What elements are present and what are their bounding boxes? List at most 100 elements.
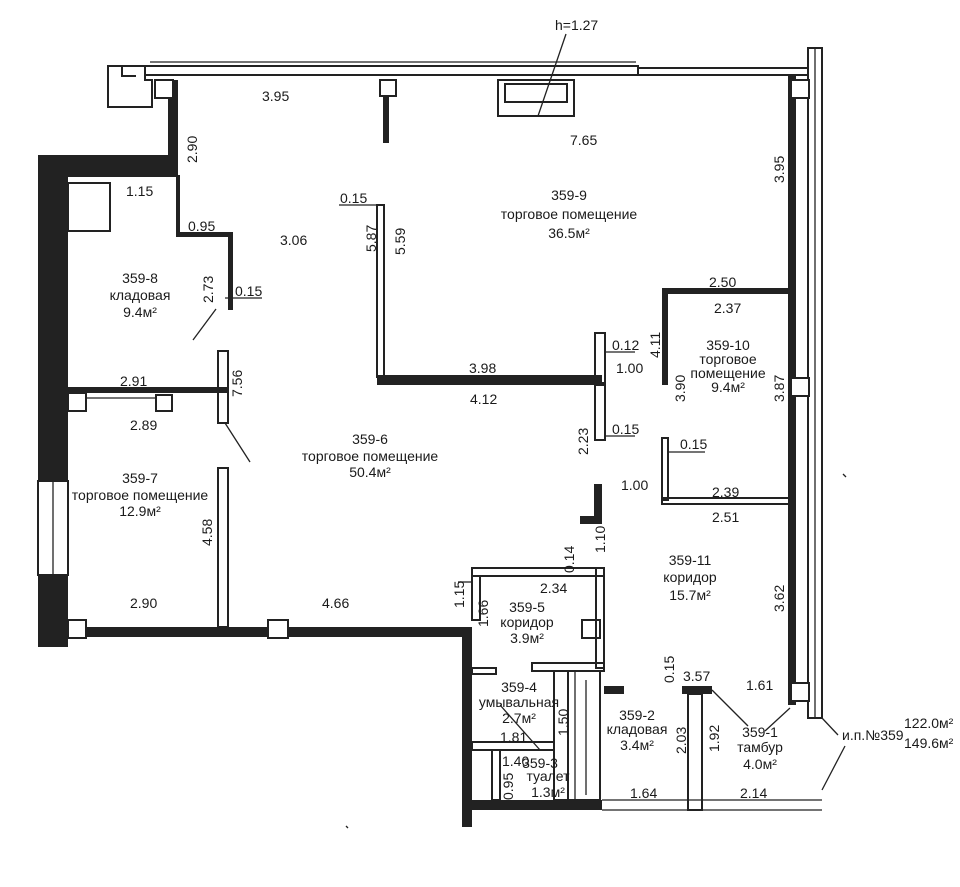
dim: 3.57 <box>683 668 710 684</box>
door-swing <box>764 707 791 732</box>
column <box>379 79 397 97</box>
window-niche <box>497 33 575 117</box>
wall <box>594 332 606 384</box>
wall-top <box>144 65 639 76</box>
dimensions: 3.95 7.65 1.15 0.95 3.06 0.15 0.15 2.50 … <box>120 88 773 801</box>
dim: 0.95 <box>188 218 215 234</box>
room-2-area: 3.4м² <box>620 737 654 753</box>
room-labels: 359-9 торговое помещение 36.5м² 359-8 кл… <box>72 187 783 800</box>
room-8-name: кладовая <box>110 287 171 303</box>
room-3-area: 1.3м² <box>531 784 565 800</box>
room-10-area: 9.4м² <box>711 379 745 395</box>
wall <box>68 387 228 393</box>
room-9-area: 36.5м² <box>548 225 590 241</box>
wall <box>383 96 389 143</box>
wall-bottom-vert <box>462 627 472 827</box>
niche-8 <box>67 182 111 232</box>
dim: 4.58 <box>199 519 215 546</box>
room-11-area: 15.7м² <box>669 587 711 603</box>
height-mark: h=1.27 <box>555 17 598 33</box>
dim: 2.34 <box>540 580 567 596</box>
wall <box>687 693 703 811</box>
room-10-name1: торговое <box>699 351 756 367</box>
dim: 7.56 <box>229 370 245 397</box>
dim: 1.15 <box>451 581 467 608</box>
wall <box>471 667 497 675</box>
dim: 1.64 <box>630 785 657 801</box>
dim: 2.51 <box>712 509 739 525</box>
room-3-name: туалет <box>526 768 570 784</box>
wall <box>594 484 602 524</box>
dim: 1.66 <box>475 600 491 627</box>
door-swing <box>499 704 541 751</box>
room-10-name2: помещение <box>690 365 765 381</box>
wall-step <box>38 155 178 177</box>
dim: 3.06 <box>280 232 307 248</box>
column <box>790 682 810 702</box>
dim: 1.40 <box>502 753 529 769</box>
dim: 2.89 <box>130 417 157 433</box>
column <box>67 619 87 639</box>
dim: 0.14 <box>561 546 577 573</box>
room-4-name: умывальная <box>479 694 559 710</box>
wall <box>377 375 602 385</box>
column <box>790 377 810 397</box>
wall <box>471 741 555 751</box>
room-11-name: коридор <box>663 569 717 585</box>
dim: 0.15 <box>612 421 639 437</box>
dim: 1.92 <box>706 725 722 752</box>
dim: 3.98 <box>469 360 496 376</box>
dim: 1.15 <box>126 183 153 199</box>
interior-walls <box>67 96 847 829</box>
room-6-id: 359-6 <box>352 431 388 447</box>
wall-bottom-util <box>462 800 602 810</box>
wall <box>567 670 601 801</box>
summary: и.п.№359 122.0м² 149.6м² <box>842 715 954 751</box>
wall <box>531 662 605 672</box>
room-3-id: 359-3 <box>522 755 558 771</box>
room-5-id: 359-5 <box>509 599 545 615</box>
room-11-id: 359-11 <box>669 552 712 568</box>
wall <box>217 467 229 628</box>
dim: 2.91 <box>120 373 147 389</box>
room-1-id: 359-1 <box>742 724 778 740</box>
dim: 1.10 <box>592 526 608 553</box>
room-4-area: 2.7м² <box>502 710 536 726</box>
room-7-id: 359-7 <box>122 470 158 486</box>
dim: 0.15 <box>235 283 262 299</box>
column <box>155 394 173 412</box>
dim: 2.37 <box>714 300 741 316</box>
wall-left-upper <box>168 80 178 155</box>
dim: 7.65 <box>570 132 597 148</box>
mark <box>842 473 847 478</box>
dim: 1.00 <box>616 360 643 376</box>
room-6-name: торговое помещение <box>302 448 439 464</box>
wall-stub-tl <box>108 65 136 77</box>
dim: 1.61 <box>746 677 773 693</box>
niche <box>497 79 575 117</box>
dim: 4.11 <box>647 332 663 358</box>
room-2-name: кладовая <box>607 721 668 737</box>
dim: 2.14 <box>740 785 767 801</box>
wall <box>604 686 624 694</box>
niche-inner <box>504 83 568 103</box>
wall-top-right <box>637 67 809 76</box>
wall <box>471 567 605 577</box>
door-swing <box>711 689 749 727</box>
dim: 3.95 <box>771 156 787 183</box>
room-2-id: 359-2 <box>619 707 655 723</box>
dim: 3.90 <box>672 375 688 402</box>
wall <box>176 232 232 237</box>
room-1-name: тамбур <box>737 739 783 755</box>
dim: 3.87 <box>771 375 787 402</box>
room-5-name: коридор <box>500 614 554 630</box>
room-7-name: торговое помещение <box>72 487 209 503</box>
h-leader <box>537 33 567 117</box>
dim: 0.95 <box>500 773 516 800</box>
wall <box>682 686 712 694</box>
room-8-id: 359-8 <box>122 270 158 286</box>
room-9-id: 359-9 <box>551 187 587 203</box>
wall-top-left <box>107 65 153 108</box>
dim: 3.62 <box>771 585 787 612</box>
